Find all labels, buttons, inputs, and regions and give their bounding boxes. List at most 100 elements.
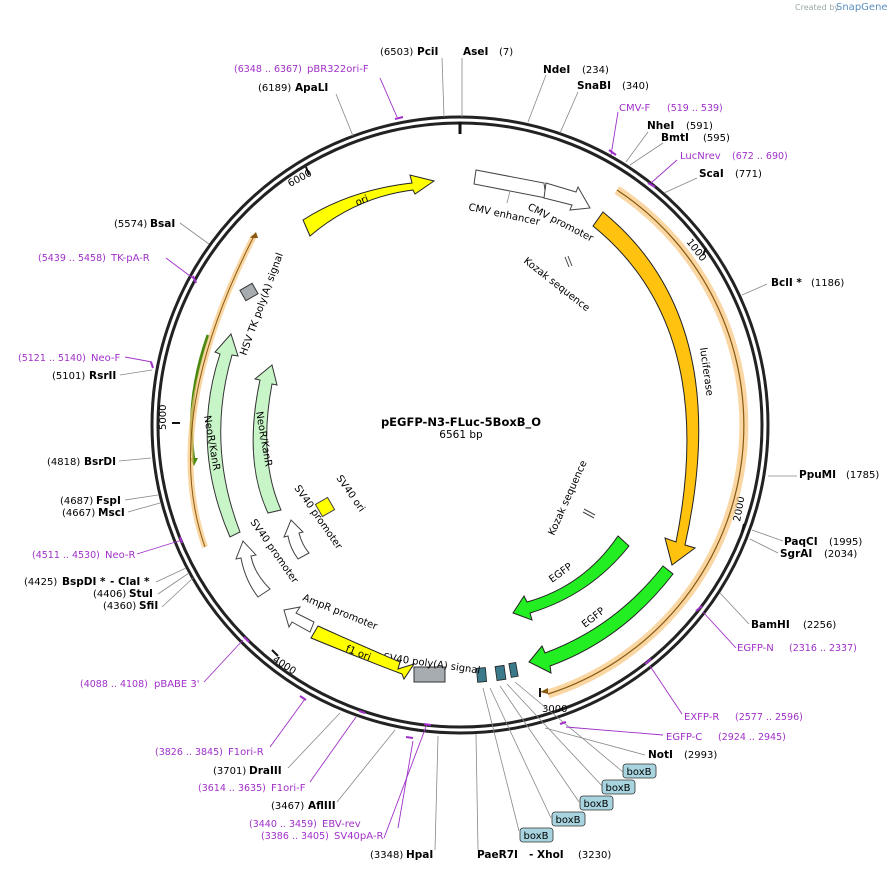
pci-site[interactable]: PciI: [417, 46, 438, 58]
f1orir-leader: [269, 698, 306, 748]
paqc-leader: [751, 529, 784, 542]
egfpc-leader: [565, 726, 664, 736]
sv40-promoter-feature-2[interactable]: [235, 540, 271, 598]
xho-site[interactable]: - XhoI: [529, 849, 564, 861]
ase-site[interactable]: AseI: [463, 46, 488, 58]
sfi-leader: [161, 577, 194, 608]
hsv-tk-polya-feature[interactable]: [239, 282, 259, 302]
nde-leader: [527, 74, 547, 123]
cla-site[interactable]: - ClaI *: [110, 576, 150, 588]
egfpc-primer[interactable]: EGFP-C: [666, 732, 702, 743]
sv40-promoter-feature-1[interactable]: [283, 519, 310, 560]
sca-pos: (771): [735, 169, 762, 180]
pbr-mark: [394, 116, 404, 120]
egfp2-feature[interactable]: [528, 565, 674, 674]
bsrd-pos: (4818): [47, 457, 80, 468]
apal-site[interactable]: ApaLI: [295, 82, 328, 94]
boxb-tag-4[interactable]: [551, 811, 586, 827]
fsp-leader: [124, 494, 159, 501]
tick-4000: [271, 649, 279, 657]
ppu-site[interactable]: PpuMI: [799, 469, 836, 481]
hsv-tk-polya-label: HSV TK poly(A) signal: [238, 251, 285, 357]
bsrd-site[interactable]: BsrDI: [84, 456, 116, 468]
tick-label-3000: 3000: [542, 704, 567, 715]
bcl-leader: [741, 283, 768, 296]
neor-leader: [136, 539, 183, 555]
tick-label-4000: 4000: [270, 654, 297, 677]
lucnrev-primer[interactable]: LucNrev: [680, 151, 721, 162]
boxb-feature-1[interactable]: [475, 667, 488, 683]
sv40-ori-feature[interactable]: [314, 496, 336, 518]
fsp-site[interactable]: FspI: [96, 495, 121, 507]
dra3-site[interactable]: DraIII: [249, 765, 282, 777]
bsa-site[interactable]: BsaI: [150, 218, 175, 230]
sv40pa-primer[interactable]: SV40pA-R: [334, 831, 383, 842]
pbabe-mark: [243, 636, 250, 643]
nde-site[interactable]: NdeI: [543, 64, 570, 76]
msc-site[interactable]: MscI: [98, 507, 125, 519]
f1-ori-feature[interactable]: [310, 625, 416, 681]
sfi-pos: (4360): [103, 601, 136, 612]
paqc-site[interactable]: PaqCI: [784, 536, 818, 548]
neor-primer[interactable]: Neo-R: [105, 550, 136, 561]
f1orir-primer[interactable]: F1ori-R: [228, 747, 264, 758]
not-site[interactable]: NotI: [648, 749, 673, 761]
hpa-site[interactable]: HpaI: [406, 849, 433, 861]
pbr-primer[interactable]: pBR322ori-F: [307, 64, 369, 75]
exfpr-primer[interactable]: EXFP-R: [684, 712, 719, 723]
rsr2-site[interactable]: RsrII: [89, 370, 116, 382]
boxb-tag-2[interactable]: [601, 779, 636, 795]
luciferase-feature[interactable]: [592, 211, 700, 566]
neokan-feature-outer[interactable]: [206, 333, 241, 538]
neof-primer[interactable]: Neo-F: [91, 353, 121, 364]
tick-1000: [702, 247, 707, 256]
boxb-tag-3[interactable]: [579, 795, 614, 811]
tick-marks: [172, 166, 745, 697]
ori-feature[interactable]: [302, 174, 436, 237]
nhe-site[interactable]: NheI: [647, 120, 674, 132]
sgra-site[interactable]: SgrAI: [780, 548, 812, 560]
nhe-pos: (591): [686, 121, 713, 132]
bamh-site[interactable]: BamHI: [751, 619, 790, 631]
snab-site[interactable]: SnaBI: [577, 80, 611, 92]
ebv-primer[interactable]: EBV-rev: [322, 819, 361, 830]
bcl-pos: (1186): [811, 278, 844, 289]
bmt-site[interactable]: BmtI: [661, 132, 689, 144]
egfpn-leader: [702, 611, 737, 649]
pbabe-primer[interactable]: pBABE 3': [154, 679, 200, 690]
boxb-feature-3[interactable]: [508, 661, 519, 678]
pci-leader: [441, 57, 445, 118]
tkpa-primer[interactable]: TK-pA-R: [110, 253, 150, 264]
egfpn-primer[interactable]: EGFP-N: [737, 643, 774, 654]
egfp1-feature[interactable]: [512, 535, 630, 621]
sfi-site[interactable]: SfiI: [139, 600, 158, 612]
ampr-promoter-label: AmpR promoter: [301, 593, 380, 633]
boxb-tag-1[interactable]: [622, 763, 657, 779]
ebv-primer-pos: (3440 .. 3459): [249, 819, 317, 830]
stu-leader: [157, 572, 190, 595]
f1orif-mark: [358, 710, 366, 714]
boxb-leader-2: [506, 683, 605, 789]
afl3-site[interactable]: AflIII: [308, 800, 336, 812]
boxb-tag-4-label: boxB: [556, 815, 581, 826]
ampr-promoter-feature[interactable]: [283, 606, 315, 633]
cmvf-primer[interactable]: CMV-F: [619, 103, 650, 114]
bcl-site[interactable]: BclI *: [771, 277, 802, 289]
f1orif-primer[interactable]: F1ori-F: [271, 783, 306, 794]
boxb-leader-4: [489, 687, 552, 819]
sca-site[interactable]: ScaI: [699, 168, 724, 180]
cmv-enhancer-feature[interactable]: [473, 169, 547, 199]
neokan-feature-inner[interactable]: [252, 364, 282, 514]
bspd-site[interactable]: BspDI *: [62, 576, 106, 588]
f1orir-primer-pos: (3826 .. 3845): [155, 747, 223, 758]
stu-site[interactable]: StuI: [129, 588, 153, 600]
boxb-tag-5[interactable]: [519, 827, 554, 843]
paer7-site[interactable]: PaeR7I: [477, 849, 518, 861]
not-pos: (2993): [684, 750, 717, 761]
egfp1-label: EGFP: [547, 561, 574, 585]
cmv-promoter-feature[interactable]: [543, 182, 591, 211]
boxb-feature-2[interactable]: [494, 664, 507, 681]
lucnrev-leader: [650, 159, 678, 184]
sv40-polya-feature[interactable]: [413, 666, 446, 683]
hpa-pos: (3348): [370, 850, 403, 861]
